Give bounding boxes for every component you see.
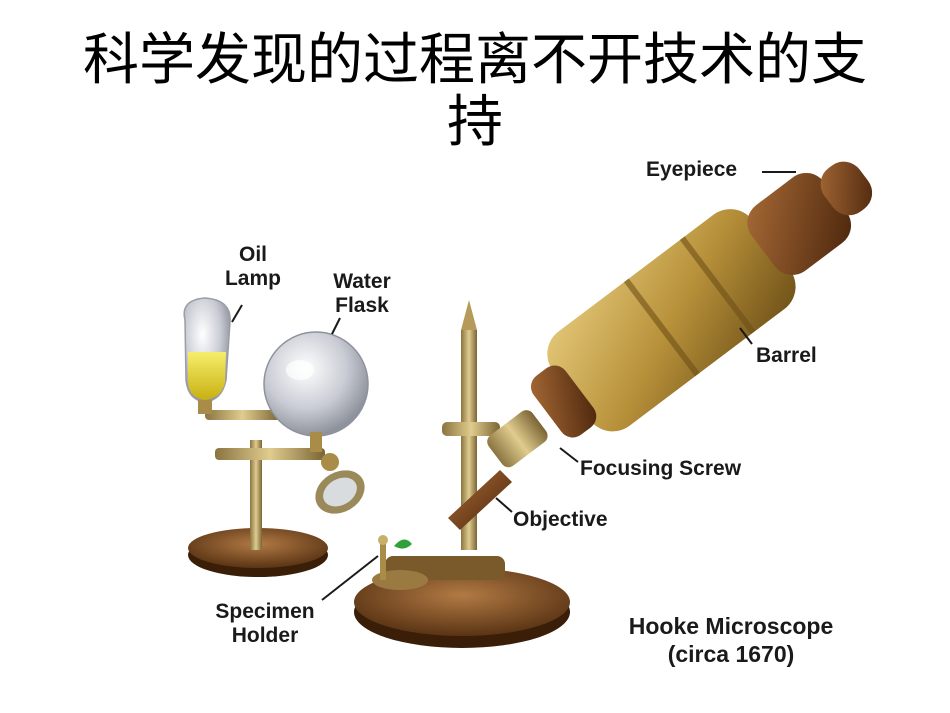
specimen-holder-label-line1: Specimen [215,600,315,623]
oil-lamp-label-line1: Oil [238,243,267,266]
focusing-screw [448,410,548,530]
slide-title: 科学发现的过程离不开技术的支持 [83,28,867,155]
eyepiece-label: Eyepiece [646,158,738,181]
specimen-holder-label-line2: Holder [231,624,299,647]
oil-lamp [183,297,231,414]
focusing-screw-label: Focusing Screw [580,457,742,480]
oil-lamp-label: Oil Lamp [218,243,288,291]
objective-label: Objective [513,508,608,531]
oil-lamp-label-line2: Lamp [224,267,281,290]
water-flask-label-line1: Water [333,270,391,293]
caption-line2: (circa 1670) [667,641,795,667]
water-flask-label: Water Flask [322,270,402,318]
microscope-barrel [530,161,873,438]
leader-lines [231,171,796,601]
barrel-label: Barrel [756,344,817,367]
lamp-stand [188,410,339,577]
specimen-holder [378,535,412,580]
condenser-lens [315,470,365,514]
microscope-base [354,556,570,648]
water-flask-label-line2: Flask [335,294,389,317]
figure-caption: Hooke Microscope (circa 1670) [596,612,866,668]
water-flask [263,331,369,452]
caption-line1: Hooke Microscope [628,613,834,639]
specimen-holder-label: Specimen Holder [205,600,325,648]
